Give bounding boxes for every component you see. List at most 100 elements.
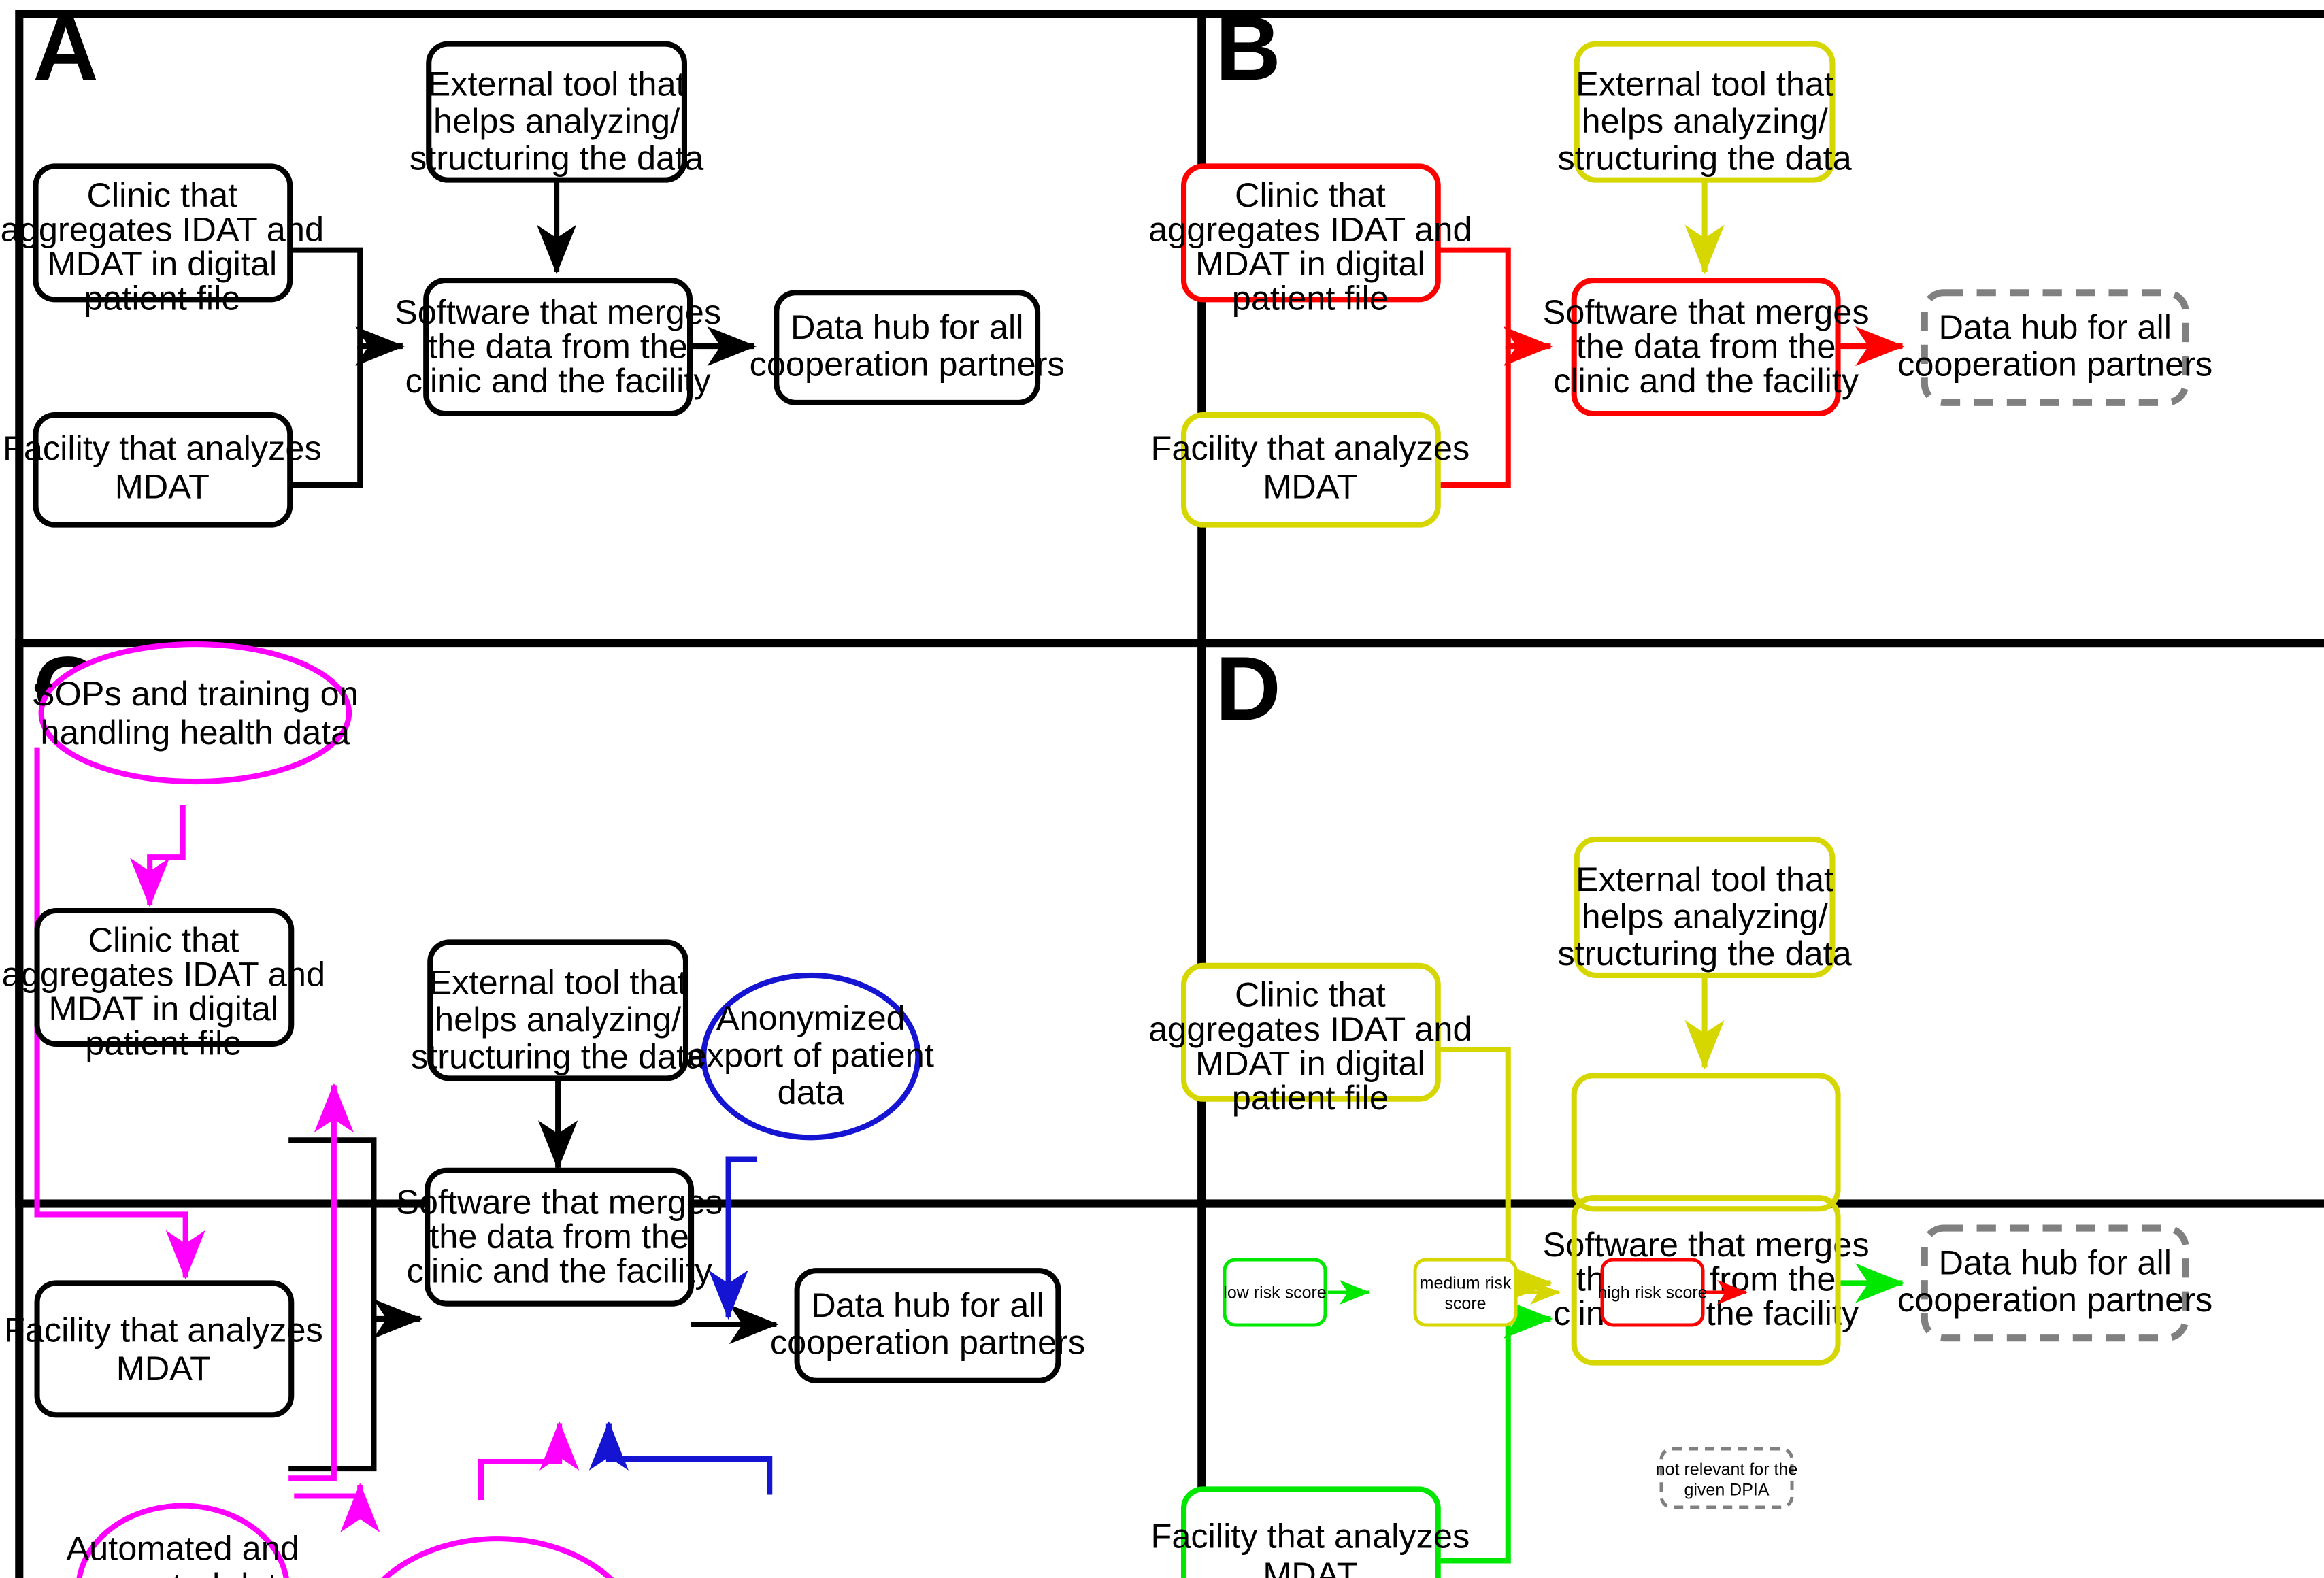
- edge-clinic-to-software: [1435, 1046, 1553, 1303]
- panel-a-letter: A: [33, 0, 98, 99]
- node-label-line: Facility that analyzes: [4, 1310, 323, 1349]
- node-label-line: patient file: [84, 279, 240, 318]
- panel-a-border: [15, 10, 2324, 1208]
- node-label-line: MDAT in digital: [49, 989, 279, 1028]
- node-software[interactable]: Software that merges the data from the c…: [396, 1167, 723, 1307]
- panel-d: D External tool that helps analyzing/ st…: [1148, 638, 2324, 1578]
- node-clinic[interactable]: Clinic that aggregates IDAT and MDAT in …: [1148, 962, 1472, 1117]
- node-sops[interactable]: SOPs and training on handling health dat…: [32, 641, 359, 785]
- legend-not-relevant-line: not relevant for the: [1656, 1460, 1797, 1479]
- node-label-line: handling health data: [40, 713, 350, 752]
- node-label-line: External tool that: [1576, 65, 1833, 103]
- panel-a: A External tool that helps analyzing/ st…: [1, 0, 2324, 1208]
- node-external-tool[interactable]: External tool that helps analyzing/ stru…: [411, 939, 706, 1081]
- edge-sops-to-clinic: [130, 805, 186, 908]
- node-label-line: clinic and the facility: [1553, 361, 1859, 400]
- edge-clinic-to-software: [1435, 247, 1553, 367]
- node-data-hub[interactable]: Data hub for all cooperation partners: [770, 1268, 1085, 1383]
- node-label-line: cooperation partners: [1897, 1280, 2212, 1319]
- node-label-line: Data hub for all: [1938, 1243, 2171, 1281]
- legend-medium-risk-label-line: medium risk: [1420, 1274, 1512, 1293]
- edge-facility-to-software: [1435, 346, 1511, 488]
- node-label-line: MDAT: [116, 1349, 211, 1388]
- edge-clinic-to-software: [287, 247, 405, 367]
- node-facility[interactable]: Facility that analyzes MDAT: [4, 1280, 323, 1418]
- node-label-line: the data from the: [429, 1217, 689, 1256]
- node-facility[interactable]: Facility that analyzes MDAT: [3, 412, 322, 528]
- node-label-line: Software that merges: [395, 292, 721, 331]
- node-label-line: helps analyzing/: [1582, 101, 1829, 140]
- node-label-line: MDAT: [1263, 1555, 1357, 1578]
- node-label-line: patient file: [85, 1023, 242, 1062]
- panel-b-edges: [1435, 180, 1905, 488]
- node-label-line: patient file: [1232, 279, 1389, 318]
- node-software[interactable]: Software that merges the data from the c…: [1543, 1073, 1870, 1332]
- panel-d-border: [1197, 639, 2324, 1578]
- node-label-line: Facility that analyzes: [1150, 429, 1470, 467]
- legend-not-relevant-line: given DPIA: [1684, 1481, 1769, 1500]
- node-label-line: Anonymized: [716, 998, 906, 1037]
- node-clinic[interactable]: Clinic that aggregates IDAT and MDAT in …: [2, 907, 325, 1062]
- node-label-line: External tool that: [429, 962, 687, 1001]
- legend-high-risk-label: high risk score: [1597, 1283, 1707, 1303]
- panel-d-software-box[interactable]: [1571, 1195, 1841, 1366]
- node-label-line: Data hub for all: [791, 307, 1023, 346]
- panel-d-letter: D: [1215, 638, 1280, 739]
- node-label-line: aggregates IDAT and: [1148, 1009, 1472, 1048]
- node-label-line: aggregates IDAT and: [1148, 210, 1472, 249]
- node-label-line: MDAT in digital: [1195, 244, 1425, 283]
- legend-medium-risk-label-line: score: [1444, 1294, 1486, 1313]
- node-label-line: structuring the data: [1557, 139, 1852, 178]
- panel-b-letter: B: [1215, 0, 1280, 99]
- node-label-line: Clinic that: [1235, 175, 1386, 214]
- node-label-line: helps analyzing/: [433, 101, 680, 140]
- node-label-line: Automated and: [66, 1529, 299, 1568]
- node-label-line: patient file: [1232, 1078, 1389, 1117]
- edge-facility-to-software: [288, 1318, 377, 1472]
- node-label-line: structuring the data: [411, 1037, 706, 1075]
- node-label-line: Data hub for all: [811, 1286, 1044, 1324]
- node-label-line: Software that merges: [396, 1183, 723, 1222]
- panel-c-border: [15, 639, 2324, 1578]
- node-label-line: encrypted data: [69, 1566, 297, 1578]
- node-auto-logout[interactable]: Automatic logout from software after 10 …: [331, 1536, 665, 1578]
- node-label-line: External tool that: [1576, 860, 1833, 899]
- legend-low-risk-label: low risk score: [1223, 1283, 1326, 1303]
- node-clinic[interactable]: Clinic that aggregates IDAT and MDAT in …: [1148, 163, 1472, 318]
- node-anonymized-export[interactable]: Anonymized export of patient data: [688, 972, 934, 1141]
- node-label-line: the data from the: [1576, 326, 1836, 365]
- software-box-outline: [1571, 1195, 1841, 1366]
- node-label-line: data: [778, 1073, 845, 1111]
- node-external-tool[interactable]: External tool that helps analyzing/ stru…: [410, 41, 704, 183]
- node-label-line: aggregates IDAT and: [2, 954, 325, 993]
- legend-low-risk: low risk score: [1223, 1258, 1370, 1327]
- node-label-line: helps analyzing/: [435, 1000, 682, 1039]
- node-label-line: the data from the: [428, 326, 688, 365]
- node-label-line: structuring the data: [1557, 934, 1852, 973]
- node-data-hub[interactable]: Data hub for all cooperation partners: [1897, 289, 2212, 406]
- node-label-line: Software that merges: [1543, 292, 1870, 331]
- panel-c-blue-edges: [588, 1156, 773, 1495]
- node-label-line: clinic and the facility: [407, 1252, 713, 1290]
- node-external-tool[interactable]: External tool that helps analyzing/ stru…: [1557, 41, 1853, 183]
- node-automated-encrypted[interactable]: Automated and encrypted data transmissio…: [66, 1503, 299, 1578]
- node-data-hub[interactable]: Data hub for all cooperation partners: [750, 290, 1065, 405]
- node-software[interactable]: Software that merges the data from the c…: [1543, 278, 1870, 417]
- node-facility[interactable]: Facility that analyzes MDAT: [1150, 412, 1470, 528]
- node-label-line: cooperation partners: [1897, 345, 2212, 384]
- node-facility[interactable]: Facility that analyzes MDAT: [1150, 1486, 1470, 1578]
- node-clinic[interactable]: Clinic that aggregates IDAT and MDAT in …: [1, 163, 324, 318]
- edge-encryption-to-clinic: [288, 1083, 354, 1481]
- legend-medium-risk: medium risk score: [1413, 1258, 1561, 1327]
- edge-facility-to-software: [287, 346, 363, 488]
- edge-facility-to-software: [1435, 1298, 1553, 1564]
- node-external-tool[interactable]: External tool that helps analyzing/ stru…: [1557, 836, 1853, 978]
- node-label-line: cooperation partners: [770, 1323, 1085, 1362]
- node-software[interactable]: Software that merges the data from the c…: [395, 278, 721, 417]
- node-label-line: Clinic that: [86, 175, 237, 214]
- node-data-hub[interactable]: Data hub for all cooperation partners: [1897, 1224, 2212, 1342]
- node-label-line: clinic and the facility: [405, 361, 712, 400]
- node-label-line: External tool that: [428, 65, 686, 103]
- edge-laptops-to-software: [588, 1421, 773, 1495]
